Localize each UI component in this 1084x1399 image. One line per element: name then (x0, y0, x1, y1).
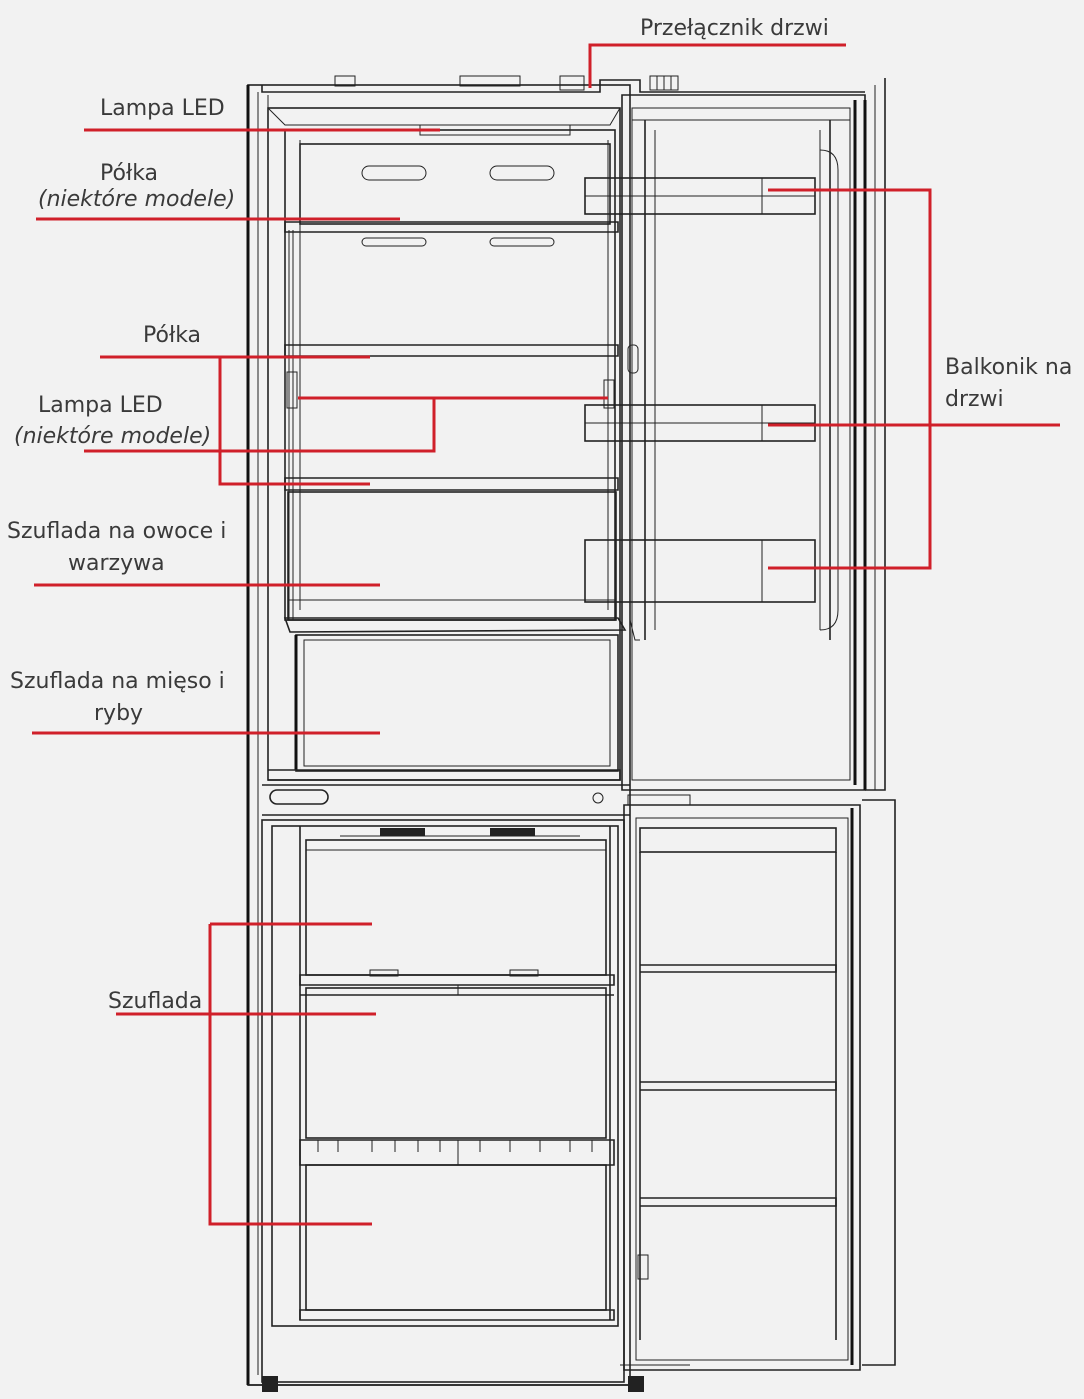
label-fruit-drawer-line2: warzywa (68, 551, 165, 576)
label-shelf: Półka (143, 323, 201, 348)
leader-led-lamp-optional (84, 396, 608, 453)
fridge-drawing (246, 75, 896, 1392)
label-meat-drawer-line1: Szuflada na mięso i (10, 669, 225, 694)
label-door-switch: Przełącznik drzwi (640, 16, 829, 41)
label-drawer: Szuflada (108, 989, 202, 1014)
label-fruit-drawer-line1: Szuflada na owoce i (7, 519, 226, 544)
leader-door-switch (588, 43, 846, 88)
leader-door-balcony (768, 188, 1060, 570)
label-door-balcony-line1: Balkonik na (945, 355, 1072, 380)
label-shelf-optional-note: (niektóre modele) (38, 187, 235, 212)
label-door-balcony-line2: drzwi (945, 387, 1004, 412)
leader-drawer (116, 922, 376, 1226)
label-shelf-optional: Półka (100, 161, 158, 186)
label-meat-drawer-line2: ryby (94, 701, 143, 726)
labels: Przełącznik drzwi Lampa LED Półka (niekt… (7, 16, 1072, 1014)
label-led-lamp-optional: Lampa LED (38, 393, 163, 418)
label-led-lamp-top: Lampa LED (100, 96, 225, 121)
label-led-lamp-optional-note: (niektóre modele) (14, 424, 211, 449)
leader-lines (32, 43, 1060, 1226)
leader-shelf (100, 355, 370, 486)
